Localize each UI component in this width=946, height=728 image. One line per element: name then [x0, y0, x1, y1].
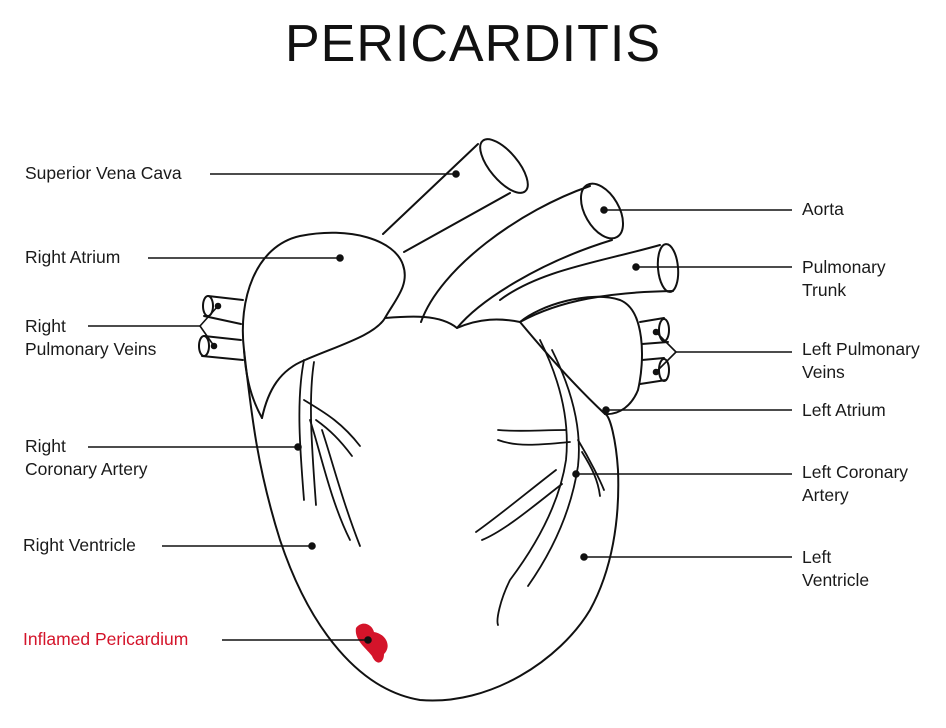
label-line: Pulmonary: [802, 257, 886, 277]
label-line: Inflamed Pericardium: [23, 629, 189, 649]
label-aorta: Aorta: [802, 198, 844, 221]
diagram-title: PERICARDITIS: [284, 15, 662, 73]
label-line: Veins: [802, 362, 845, 382]
label-left-pulmonary-veins: Left Pulmonary Veins: [802, 338, 920, 384]
label-superior-vena-cava: Superior Vena Cava: [25, 162, 182, 185]
left-pulmonary-veins-vessels: [639, 317, 670, 385]
label-line: Superior Vena Cava: [25, 163, 182, 183]
right-atrium-shape: [241, 231, 406, 419]
label-line: Right Atrium: [25, 247, 121, 267]
coronary-arteries-lines: [298, 339, 605, 626]
label-line: Left Pulmonary: [802, 339, 920, 359]
label-right-ventricle: Right Ventricle: [23, 534, 136, 557]
ventricles-outline: [243, 315, 620, 702]
aorta-vessel: [420, 182, 625, 329]
superior-vena-cava-vessel: [382, 138, 529, 253]
label-right-coronary-artery: Right Coronary Artery: [25, 435, 148, 481]
label-pulmonary-trunk: Pulmonary Trunk: [802, 256, 886, 302]
label-inflamed-pericardium: Inflamed Pericardium: [23, 628, 188, 651]
label-line: Right: [25, 316, 66, 336]
label-line: Right Ventricle: [23, 535, 136, 555]
label-left-ventricle: Left Ventricle: [802, 546, 869, 592]
left-atrium-shape: [519, 295, 643, 416]
inflamed-pericardium-patch: [355, 623, 388, 663]
label-right-pulmonary-veins: Right Pulmonary Veins: [25, 315, 156, 361]
label-left-atrium: Left Atrium: [802, 399, 886, 422]
label-line: Left Atrium: [802, 400, 886, 420]
label-line: Right: [25, 436, 66, 456]
label-line: Left: [802, 547, 832, 567]
label-line: Aorta: [802, 199, 844, 219]
label-line: Ventricle: [802, 570, 870, 590]
label-line: Artery: [802, 485, 849, 505]
label-line: Left Coronary: [802, 462, 909, 482]
label-line: Trunk: [802, 280, 847, 300]
label-line: Coronary Artery: [25, 459, 148, 479]
label-left-coronary-artery: Left Coronary Artery: [802, 461, 908, 507]
label-line: Pulmonary Veins: [25, 339, 157, 359]
pulmonary-trunk-vessel: [499, 243, 680, 323]
label-right-atrium: Right Atrium: [25, 246, 120, 269]
